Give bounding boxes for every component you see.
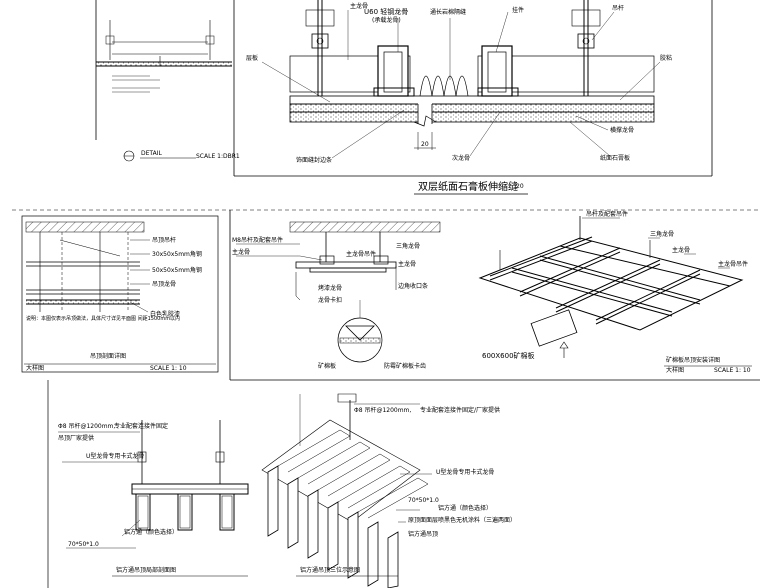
mid-left-caption: 吊顶剖面详图 xyxy=(90,352,126,360)
br-label-dim: 70*50*1.0 xyxy=(408,497,439,504)
label-main-runner: 主龙骨 xyxy=(350,2,368,10)
bl-label-dim: 70*50*1.0 xyxy=(68,541,99,548)
label-gypsum-board: 纸面石膏板 xyxy=(600,154,630,162)
mid-left-label-4: 吊顶龙骨 xyxy=(152,280,176,288)
mid-center-label-t-runner: 烤漆龙骨 xyxy=(318,284,342,292)
mid-right-label-panel: 600X600矿棉板 xyxy=(482,351,535,360)
mid-center-label-triangle: 三角龙骨 xyxy=(396,242,420,250)
bottom-right-caption: 铝方通吊顶三位示意图 xyxy=(300,566,360,574)
mid-right-label-rod: 吊杆及配套吊件 xyxy=(586,210,628,218)
detail-scale: SCALE 1:DBR1 xyxy=(196,153,240,160)
label-sub-runner: 次龙骨 xyxy=(452,154,470,162)
bl-label-rod2: 专业配套连接件固定 xyxy=(114,422,168,430)
mid-left-sub-right: SCALE 1: 10 xyxy=(150,365,187,372)
bl-label-rod: Φ8 吊杆@1200mm, xyxy=(58,422,115,430)
label-adhesive: 胶粘 xyxy=(660,54,672,62)
panel-bottom-left-section: Φ8 吊杆@1200mm, 专业配套连接件固定 吊顶厂家提供 U型龙骨专用卡式龙… xyxy=(47,380,249,588)
panel-mid-left-section: 吊顶吊杆 30x50x5mm角钢 50x50x5mm角钢 吊顶龙骨 白色乳胶漆 … xyxy=(21,215,219,373)
bottom-left-caption: 铝方通吊顶局部剖面图 xyxy=(116,566,176,574)
mid-left-label-5: 白色乳胶漆 xyxy=(150,310,180,318)
mid-center-label-hanger: M8吊杆及配套吊件 xyxy=(232,236,283,244)
mid-right-sub-right: SCALE 1: 10 xyxy=(714,367,751,374)
mid-left-label-2: 30x50x5mm角钢 xyxy=(152,250,202,258)
mid-center-label-bottom: 防霉矿棉板卡齿 xyxy=(384,362,426,370)
mid-center-label-main: 主龙骨 xyxy=(232,248,250,256)
mid-left-label-1: 吊顶吊杆 xyxy=(152,236,176,244)
expansion-joint-title-suffix: 20 xyxy=(516,183,524,190)
panel-top-left-detail: DETAIL SCALE 1:DBR1 xyxy=(95,0,240,162)
mid-left-note: 说明：本图仅表示吊顶做法，具体尺寸详见平面图 间距1500mm以内 xyxy=(26,315,180,322)
bl-label-u-runner: U型龙骨专用卡式龙骨 xyxy=(86,452,144,460)
label-hanger-rod: 吊杆 xyxy=(612,4,624,12)
panel-mid-right-grid-3d: 吊杆及配套吊件 三角龙骨 主龙骨 主龙骨吊件 600X600矿棉板 矿棉板吊顶安… xyxy=(230,210,760,381)
panel-mid-center-mineral-board: M8吊杆及配套吊件 主龙骨 主龙骨吊件 三角龙骨 主龙骨 烤漆龙骨 边角收口条 … xyxy=(229,210,441,380)
label-wall-side: 层板 xyxy=(246,54,258,62)
mid-right-label-triangle: 三角龙骨 xyxy=(650,230,674,238)
label-hanger-piece: 挂件 xyxy=(512,6,524,14)
detail-tag: DETAIL xyxy=(141,150,162,157)
mid-right-caption: 矿棉板吊顶安装详图 xyxy=(666,356,720,364)
panel-bottom-right-tubes-3d: Φ8 吊杆@1200mm, 专业配套连接件固定/厂家提供 U型龙骨专用卡式龙骨 … xyxy=(261,393,516,588)
panel-top-right-expansion-joint: 20 主龙骨 U60 轻钢龙骨 (承载龙骨) 通长岩棉隔缝 挂件 吊杆 层板 胶… xyxy=(233,0,713,195)
mid-center-label-clip: 龙骨卡扣 xyxy=(318,296,342,304)
label-seal-strip: 通长岩棉隔缝 xyxy=(430,8,466,16)
mid-right-sub-left: 大样图 xyxy=(666,366,684,374)
mid-left-sub-left: 大样图 xyxy=(26,364,44,372)
br-label-rod: Φ8 吊杆@1200mm, xyxy=(354,406,411,414)
mid-right-label-main2: 主龙骨吊件 xyxy=(718,260,748,268)
br-label-tube: 铝方通（颜色选择） xyxy=(438,504,492,512)
joint-width-dim: 20 xyxy=(421,141,429,148)
mid-left-label-3: 50x50x5mm角钢 xyxy=(152,266,202,274)
br-label-rod2: 专业配套连接件固定/厂家提供 xyxy=(420,406,500,414)
br-label-tube2: 铝方通吊顶 xyxy=(408,530,438,538)
mid-right-label-main: 主龙骨 xyxy=(672,246,690,254)
mid-center-label-main2: 主龙骨 xyxy=(398,260,416,268)
mid-center-label-edge-angle: 边角收口条 xyxy=(398,282,428,290)
label-bearing: (承载龙骨) xyxy=(372,16,401,24)
mid-center-label-board: 矿棉板 xyxy=(318,362,336,370)
expansion-joint-title: 双层纸面石膏板伸缩缝 xyxy=(418,180,518,193)
mid-center-label-main-hanger: 主龙骨吊件 xyxy=(346,250,376,258)
label-u60: U60 轻钢龙骨 xyxy=(364,7,408,16)
bl-label-tube: 铝方通（颜色选择） xyxy=(124,528,178,536)
br-label-finish: 原顶面面层喷黑色无机涂料（三遍两面） xyxy=(408,516,516,524)
label-decor-strip: 饰面缝封边条 xyxy=(296,156,332,164)
bl-label-rod3: 吊顶厂家提供 xyxy=(58,434,94,442)
br-label-u-runner: U型龙骨专用卡式龙骨 xyxy=(436,468,494,476)
label-cross-runner: 横撑龙骨 xyxy=(610,126,634,134)
